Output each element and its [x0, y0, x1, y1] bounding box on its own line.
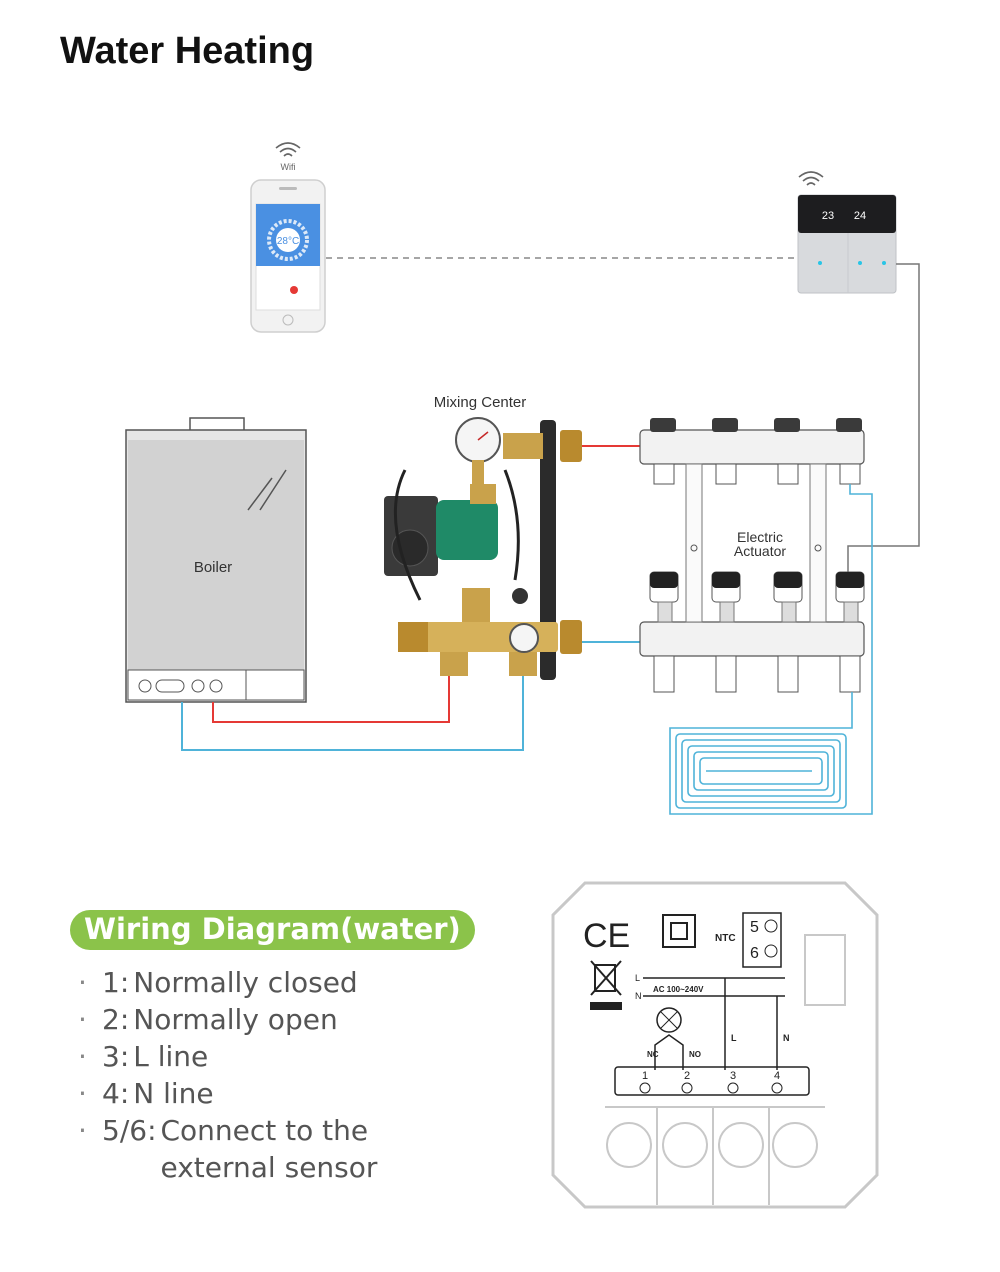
terminal-3: 3 — [730, 1070, 736, 1082]
wiring-item: 2:Normally open — [70, 1001, 550, 1038]
terminal-6: 6 — [750, 945, 759, 962]
terminal-4: 4 — [774, 1070, 780, 1082]
boiler — [125, 417, 307, 703]
manifold — [639, 418, 865, 693]
wifi-icon-thermostat — [798, 171, 824, 186]
terminal-block — [614, 1066, 810, 1096]
backplate-outline — [551, 881, 879, 1209]
water-heating-diagram: Wifi 28°C 23 24 — [125, 142, 920, 815]
page-title: Water Heating — [60, 30, 315, 72]
l-bus-label: L — [731, 1033, 737, 1043]
n-label: N — [635, 991, 642, 1001]
ntc-label: NTC — [715, 933, 736, 944]
nc-label: NC — [647, 1050, 659, 1059]
wiring-list: 1:Normally closed 2:Normally open 3:L li… — [70, 964, 550, 1186]
no-label: NO — [689, 1050, 701, 1059]
wifi-label: Wifi — [281, 162, 296, 172]
smartphone — [250, 179, 326, 333]
wifi-icon-phone — [275, 142, 301, 157]
ce-mark: CE — [583, 917, 630, 955]
mixing-center — [384, 417, 582, 680]
thermostat-temp-left: 23 — [822, 210, 834, 222]
phone-temperature: 28°C — [277, 236, 299, 247]
boiler-label: Boiler — [194, 559, 232, 576]
electric-actuator-label-line1: Electric — [737, 529, 783, 545]
wiring-item: 1:Normally closed — [70, 964, 550, 1001]
wiring-item: 4:N line — [70, 1075, 550, 1112]
wiring-diagram-heading: Wiring Diagram(water) — [70, 910, 475, 950]
smart-thermostat — [797, 194, 897, 294]
mixing-center-label: Mixing Center — [434, 394, 527, 411]
wiring-legend: Wiring Diagram(water) 1:Normally closed … — [70, 910, 550, 1186]
wiring-item: 5/6:Connect to the external sensor — [70, 1112, 550, 1186]
wiring-item: 3:L line — [70, 1038, 550, 1075]
thermostat-signal-line — [847, 263, 920, 578]
ac-voltage-label: AC 100~240V — [653, 985, 704, 994]
terminal-backplate: CE NTC 5 6 L N AC 100~240V NC NO L N 1 2… — [551, 881, 879, 1209]
n-bus-label: N — [783, 1033, 790, 1043]
terminal-2: 2 — [684, 1070, 690, 1082]
relay-icon — [656, 1007, 682, 1033]
underfloor-heating-loop — [669, 484, 873, 815]
l-label: L — [635, 973, 640, 983]
electric-actuator-label-line2: Actuator — [734, 543, 786, 559]
terminal-1: 1 — [642, 1070, 648, 1082]
boiler-return-pipe — [181, 676, 524, 751]
thermostat-temp-right: 24 — [854, 210, 866, 222]
boiler-supply-pipe — [212, 676, 450, 723]
double-insulation-icon — [662, 914, 696, 948]
electric-actuators — [649, 571, 865, 623]
terminal-5: 5 — [750, 919, 759, 936]
weee-bin-icon — [590, 960, 622, 1010]
